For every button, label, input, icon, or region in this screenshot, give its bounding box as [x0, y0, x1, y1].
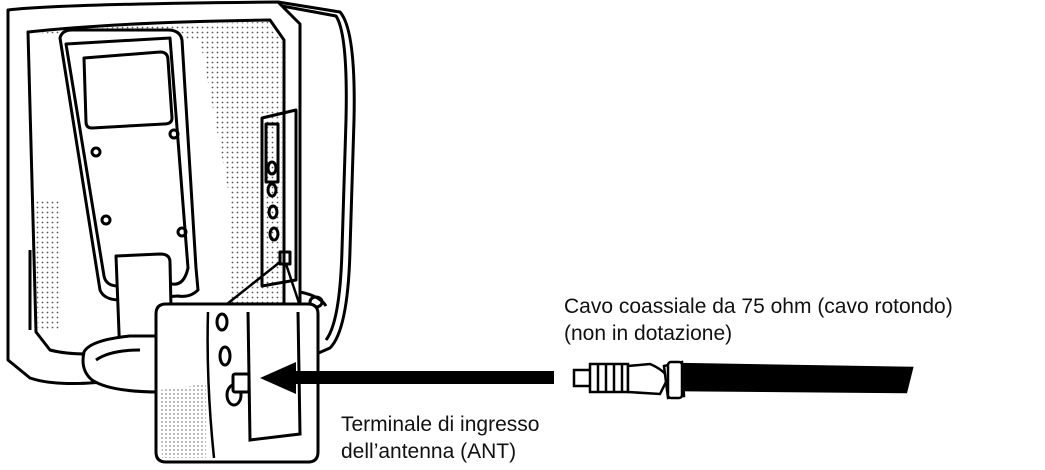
ant-terminal-inset	[154, 302, 320, 464]
tv-monitor	[6, 0, 356, 394]
coaxial-cable	[572, 360, 914, 400]
coaxial-cable-label: Cavo coassiale da 75 ohm (cavo rotondo) …	[564, 293, 953, 347]
insertion-arrow	[260, 362, 554, 394]
cable-label-line1: Cavo coassiale da 75 ohm (cavo rotondo)	[564, 295, 953, 318]
ant-label-line1: Terminale di ingresso	[341, 413, 540, 436]
ant-label-line2: dell’antenna (ANT)	[341, 440, 517, 463]
callout-lines	[221, 261, 302, 309]
cable-label-line2: (non in dotazione)	[564, 322, 733, 345]
ant-terminal-label: Terminale di ingresso dell’antenna (ANT)	[341, 411, 539, 465]
